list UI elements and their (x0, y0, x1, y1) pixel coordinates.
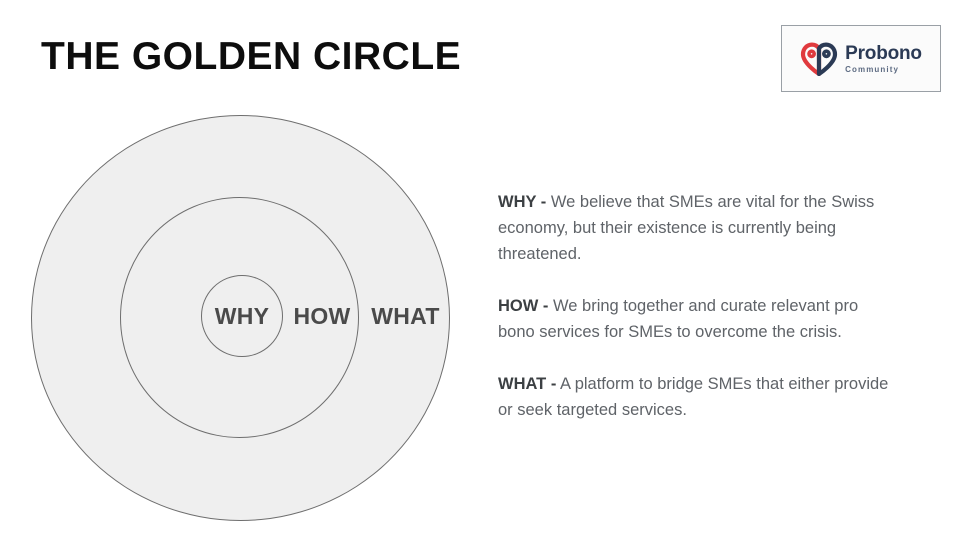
paragraph-how-lead: HOW - (498, 297, 549, 315)
paragraph-what: WHAT - A platform to bridge SMEs that ei… (498, 371, 890, 423)
paragraph-why-lead: WHY - (498, 193, 547, 211)
golden-circle-diagram: WHY HOW WHAT (28, 110, 458, 528)
ring-label-why: WHY (214, 302, 270, 329)
paragraph-how: HOW - We bring together and curate relev… (498, 293, 890, 345)
ring-label-group: WHY HOW WHAT (28, 301, 458, 331)
paragraph-what-body: A platform to bridge SMEs that either pr… (498, 375, 889, 419)
ring-why (201, 275, 283, 357)
page-title: THE GOLDEN CIRCLE (41, 35, 462, 78)
paragraph-how-body: We bring together and curate relevant pr… (498, 297, 859, 341)
logo-box: Probono Community (781, 25, 941, 92)
logo-wordmark: Probono Community (845, 44, 922, 74)
logo-name: Probono (845, 42, 922, 64)
paragraph-what-lead: WHAT - (498, 375, 557, 393)
explanation-column: WHY - We believe that SMEs are vital for… (498, 189, 890, 423)
paragraph-why: WHY - We believe that SMEs are vital for… (498, 189, 890, 267)
logo-tagline: Community (845, 64, 900, 74)
ring-label-what: WHAT (371, 302, 440, 329)
ring-label-how: HOW (293, 302, 351, 329)
paragraph-why-body: We believe that SMEs are vital for the S… (498, 193, 875, 263)
heart-icon (801, 42, 838, 76)
